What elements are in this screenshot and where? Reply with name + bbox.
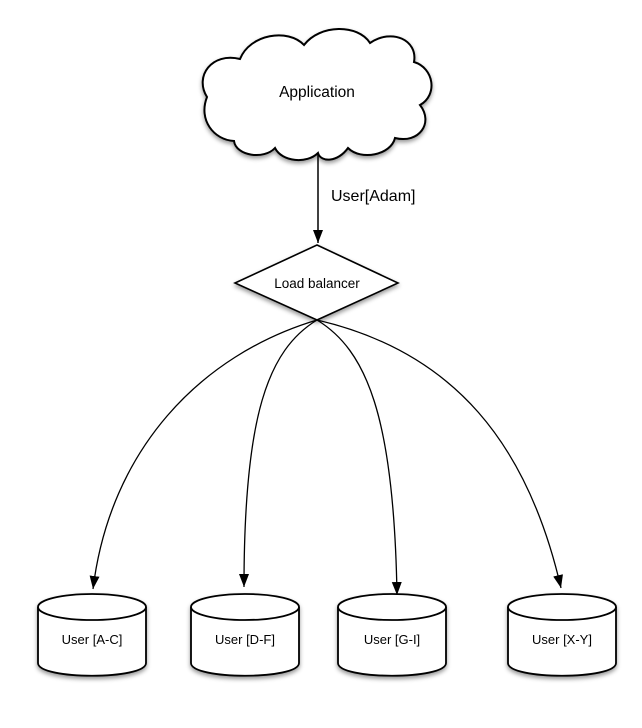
shard-label: User [D-F]: [215, 632, 275, 647]
database-cylinder-top: [37, 593, 147, 621]
database-cylinder-top: [507, 593, 617, 621]
database-cylinder-top: [190, 593, 300, 621]
cloud-icon: [201, 28, 433, 161]
database-cylinder-icon: [190, 607, 300, 677]
shard-arrow-3: [316, 319, 402, 596]
database-cylinder-icon: [37, 607, 147, 677]
shard-db-4: User [X-Y]: [507, 593, 617, 677]
shard-label: User [G-I]: [364, 632, 420, 647]
database-cylinder-icon: [337, 607, 447, 677]
request-arrow-label: User[Adam]: [331, 188, 415, 205]
shard-db-1: User [A-C]: [37, 593, 147, 677]
diamond-icon: [233, 244, 400, 321]
application-cloud: Application: [201, 28, 433, 161]
shard-arrow-4: [316, 319, 563, 589]
shard-arrow-1: [89, 319, 318, 590]
shard-label: User [X-Y]: [532, 632, 592, 647]
application-label: Application: [279, 84, 355, 101]
shard-arrows: [89, 319, 563, 596]
shard-db-2: User [D-F]: [190, 593, 300, 677]
shard-label: User [A-C]: [62, 632, 123, 647]
shard-db-3: User [G-I]: [337, 593, 447, 677]
load-balancer-label: Load balancer: [274, 276, 360, 291]
database-cylinder-icon: [507, 607, 617, 677]
load-balancer-node: Load balancer: [233, 244, 400, 321]
shard-arrow-2: [239, 319, 318, 588]
database-cylinder-top: [337, 593, 447, 621]
